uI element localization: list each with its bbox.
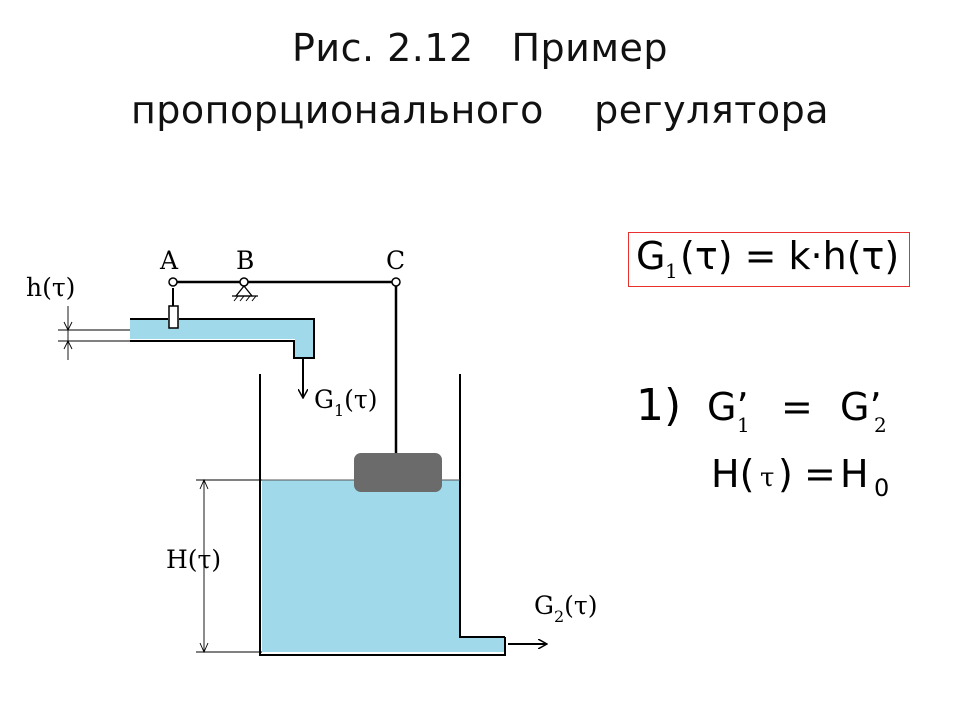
joint-a xyxy=(168,277,178,287)
formula-g-subscript: 1 xyxy=(665,259,678,283)
eq1-lhs-subscript: 1 xyxy=(737,413,750,437)
formula-g: G xyxy=(636,234,666,278)
inlet-pipe-elbow-water xyxy=(295,339,313,358)
label-c: C xyxy=(386,246,405,275)
eq2-rhs: H xyxy=(840,452,869,496)
label-g2: G2(τ) xyxy=(534,591,598,626)
outlet-pipe-water xyxy=(460,637,504,652)
valve-a xyxy=(168,305,179,329)
label-b: B xyxy=(236,246,254,275)
eq1-equals: = xyxy=(781,385,813,429)
eq2-tau: τ xyxy=(760,463,775,493)
control-law-formula-box xyxy=(628,232,910,287)
eq2-rhs-subscript: 0 xyxy=(874,474,890,502)
label-h: h(τ) xyxy=(26,273,75,302)
label-a: A xyxy=(159,246,179,275)
eq2-lhs: H( xyxy=(711,452,755,496)
page-title-line-1: Рис. 2.12 Пример xyxy=(291,26,669,70)
big-h-arrow-bottom xyxy=(199,642,209,654)
pivot-support xyxy=(234,284,254,297)
eq2-equals: = xyxy=(804,452,836,496)
tank-walls xyxy=(259,374,506,656)
eq2-close-paren: ) xyxy=(778,452,793,496)
inlet-pipe-water xyxy=(130,319,313,339)
formula-rest: (τ) = k·h(τ) xyxy=(680,234,900,278)
eq1-rhs: G’ xyxy=(840,385,882,429)
label-big-h: H(τ) xyxy=(166,545,221,574)
pivot-b xyxy=(239,277,249,287)
tank-right-wall xyxy=(459,374,505,638)
equation-item-number: 1) xyxy=(636,380,682,431)
eq1-lhs: G’ xyxy=(707,385,749,429)
label-g1: G1(τ) xyxy=(314,385,378,420)
h-dim-arrow-bottom xyxy=(63,339,73,350)
big-h-arrow-top xyxy=(199,478,209,490)
page-title-line-2: пропорционального регулятора xyxy=(130,88,830,132)
tank-water xyxy=(262,480,460,652)
eq1-rhs-subscript: 2 xyxy=(874,413,887,437)
joint-c xyxy=(391,277,401,287)
h-dim-arrow-top xyxy=(63,321,73,332)
pivot-hatching xyxy=(233,295,257,302)
float xyxy=(354,453,442,492)
